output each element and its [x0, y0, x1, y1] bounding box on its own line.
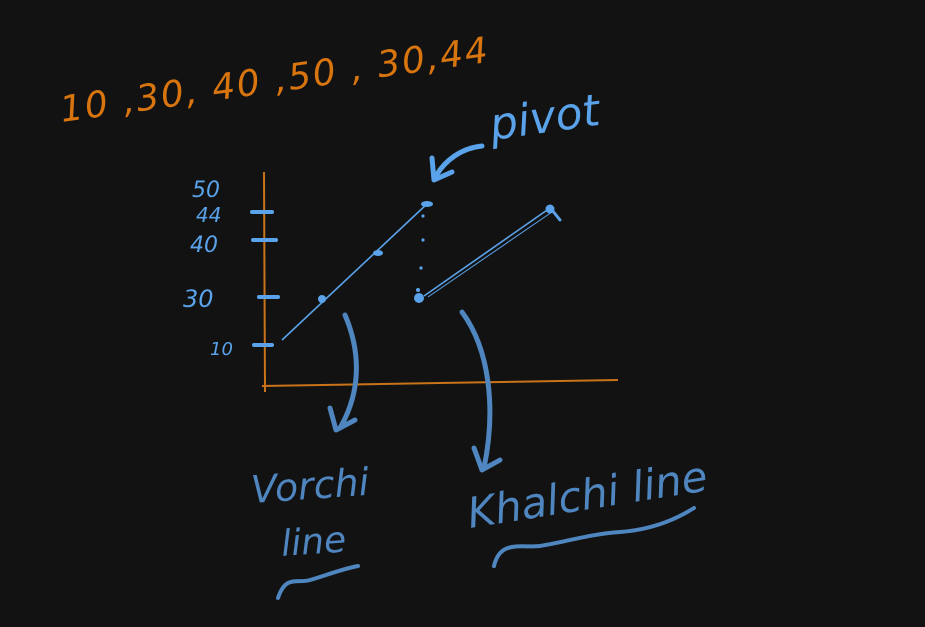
point-30-second [414, 293, 424, 303]
pivot-label: pivot [485, 85, 604, 151]
left-label-line1: Vorchi [250, 460, 371, 512]
left-label-squiggle [276, 564, 360, 600]
drop-dot [419, 266, 423, 270]
rising-line [281, 202, 429, 341]
pivot-arrow [433, 143, 485, 179]
point-44-tail [550, 208, 562, 222]
x-axis [261, 379, 619, 387]
point-40 [373, 250, 383, 256]
right-label-squiggle [492, 506, 696, 568]
right-arrow [459, 309, 493, 471]
point-50 [421, 201, 433, 207]
tick-label-44: 44 [196, 203, 221, 227]
left-label-line2: line [280, 520, 348, 565]
left-arrow [337, 312, 359, 431]
sequence-text: 10 ,30, 40 ,50 , 30,44 [58, 30, 493, 131]
pivot-arrowhead [429, 155, 455, 183]
tick-label-50: 50 [192, 178, 220, 203]
drop-dot [421, 238, 425, 242]
tick-label-40: 40 [190, 233, 218, 258]
drop-dot [421, 214, 425, 218]
right-arrowhead [471, 445, 503, 473]
y-axis [263, 171, 266, 393]
tick-label-10: 10 [210, 339, 233, 360]
tick-label-30: 30 [183, 285, 214, 313]
point-30-second-top [416, 288, 420, 292]
left-arrowhead [327, 405, 358, 433]
point-30 [318, 295, 326, 303]
second-rising-line-shadow [427, 211, 553, 298]
right-label: Khalchi line [464, 452, 711, 538]
second-rising-line [423, 207, 551, 297]
